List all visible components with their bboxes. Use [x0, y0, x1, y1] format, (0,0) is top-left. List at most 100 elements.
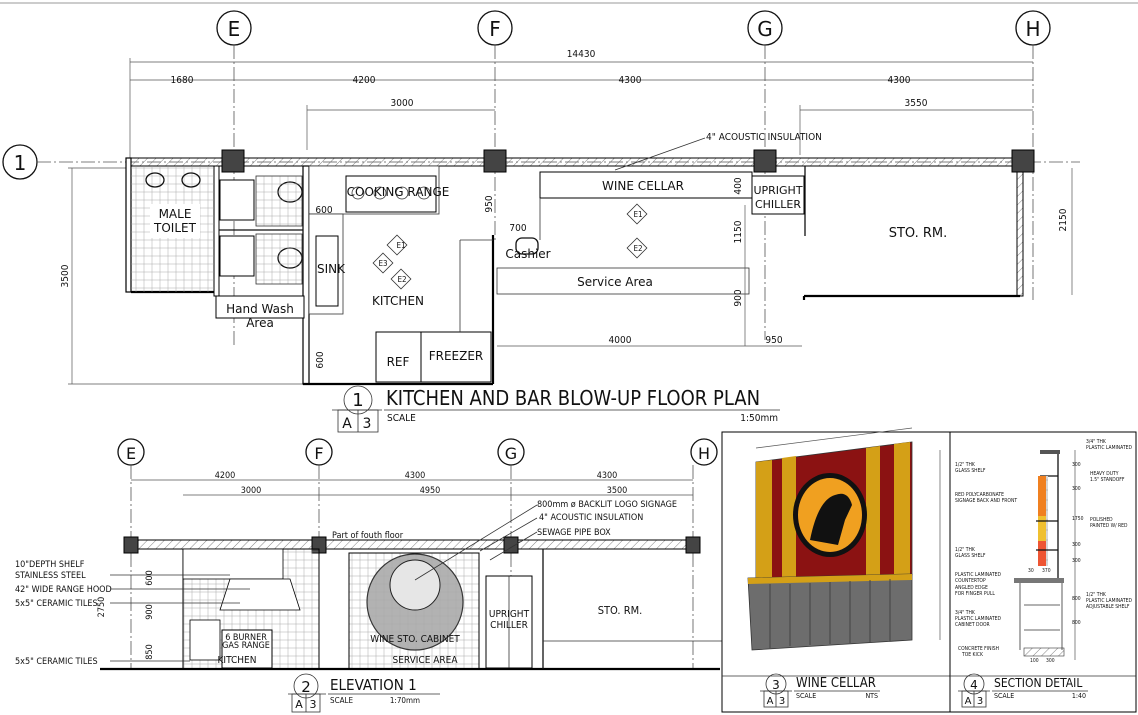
sec-l10a: 3/4" THK	[955, 610, 976, 616]
elev-dim-3000: 3000	[241, 486, 262, 496]
sec-l11a: CONCRETE FINISH	[958, 646, 999, 652]
elev-scale-value: 1:70mm	[390, 696, 420, 705]
sec-l9a: 1/2" THK	[1086, 592, 1107, 598]
sec-l8b: FOR FINGER PULL	[955, 591, 995, 597]
wine-cellar-3d-render	[747, 427, 941, 651]
label-hand-wash: Hand Wash	[226, 302, 294, 316]
label-elev-sto-rm: STO. RM.	[598, 604, 643, 617]
label-chiller: CHILLER	[755, 198, 801, 211]
elev-title-text: ELEVATION 1	[330, 676, 417, 694]
label-cooking-range: COOKING RANGE	[347, 185, 450, 199]
label-elev-chiller: CHILLER	[490, 620, 528, 631]
dim-950-left: 950	[484, 195, 495, 212]
plan-title-block: 1 A 3 KITCHEN AND BAR BLOW-UP FLOOR PLAN…	[332, 385, 780, 433]
label-male: MALE	[159, 207, 192, 221]
plan-scale-value: 1:50mm	[740, 413, 778, 424]
label-upright: UPRIGHT	[753, 184, 802, 197]
elev-grid-label-h: H	[698, 444, 710, 463]
sec-dim-i: 800	[1072, 620, 1081, 626]
elev-dim-850: 850	[145, 644, 155, 659]
sec-l9b: PLASTIC LAMINATED	[1086, 598, 1132, 604]
label-fourth-floor: Part of fouth floor	[332, 531, 404, 541]
label-shelf-depth: 10"DEPTH SHELF	[15, 560, 85, 570]
plan-title-sheet: A	[342, 416, 352, 432]
elev-title-number: 2	[301, 678, 311, 696]
tag-e3-kitchen: E3	[378, 259, 387, 268]
label-kitchen: KITCHEN	[372, 294, 424, 308]
grid-bubble-1: 1	[2, 144, 38, 180]
sec-dim-b: 300	[1072, 486, 1081, 492]
section-scale-value: 1:40	[1072, 692, 1086, 700]
label-ref: REF	[387, 355, 410, 369]
sec-dim-f: 30	[1028, 568, 1034, 574]
elev-title-sheet: A	[295, 698, 303, 711]
elev-dim-900: 900	[145, 604, 155, 619]
label-6-burner: 6 BURNER	[225, 633, 267, 643]
label-ceramic-tiles-bottom: 5x5" CERAMIC TILES	[15, 657, 98, 667]
elev-dim-4300b: 4300	[597, 471, 618, 481]
sec-dim-e: 300	[1072, 558, 1081, 564]
grid-bubble-e: E	[216, 10, 252, 46]
dim-3000: 3000	[391, 98, 414, 109]
wine-title-sheetnum: 3	[779, 696, 785, 707]
elev-title-sheetnum: 3	[310, 698, 317, 711]
sec-l6b: GLASS SHELF	[955, 553, 986, 559]
section-title-text: SECTION DETAIL	[994, 676, 1082, 690]
dim-600-bottom: 600	[315, 351, 326, 368]
label-toilet: TOILET	[153, 221, 197, 235]
tag-e2-kitchen: E2	[397, 275, 406, 284]
dim-4000: 4000	[609, 335, 632, 346]
sec-l2b: GLASS SHELF	[955, 468, 986, 474]
label-cashier: Cashier	[505, 247, 550, 261]
dim-600-top: 600	[315, 205, 332, 216]
sec-l5a: POLISHED	[1090, 517, 1113, 523]
elev-scale-label: SCALE	[330, 696, 354, 705]
section-drawing	[1014, 450, 1076, 660]
sec-l1b: PLASTIC LAMINATED	[1086, 445, 1132, 451]
sec-l7a: PLASTIC LAMINATED	[955, 572, 1001, 578]
elev-dim-600: 600	[145, 570, 155, 585]
label-wine-sto-cabinet: WINE STO. CABINET	[370, 634, 460, 645]
sec-l3b: 1.5" STANDOFF	[1090, 477, 1125, 483]
sec-l6a: 1/2" THK	[955, 547, 976, 553]
sec-dim-k: 300	[1046, 658, 1055, 664]
section-title-number: 4	[970, 678, 978, 692]
grid-label-1: 1	[14, 151, 27, 175]
floor-plan: E F G H 1 14430 1680	[2, 10, 1080, 433]
dim-1150: 1150	[733, 220, 744, 243]
wine-title-block: 3 A 3 WINE CELLAR SCALE NTS	[760, 673, 880, 708]
elevation-tags-bar: E1 E2	[626, 203, 648, 259]
label-sink: SINK	[317, 262, 346, 276]
section-callouts: 3/4" THK PLASTIC LAMINATED 1/2" THK GLAS…	[955, 439, 1132, 658]
section-title-sheetnum: 3	[977, 696, 983, 707]
elev-title-block: 2 A 3 ELEVATION 1 SCALE 1:70mm	[288, 673, 440, 713]
sec-dim-a: 300	[1072, 462, 1081, 468]
dim-1680: 1680	[171, 75, 194, 86]
sec-l1a: 3/4" THK	[1086, 439, 1107, 445]
sec-l4a: RED POLYCARBONATE	[955, 492, 1004, 498]
sec-l8a: ANGLED EDGE	[955, 585, 988, 591]
elevation-1: E F G H 4200 4300 4300 3000 4950 3500	[15, 438, 722, 713]
tag-e1-kitchen: E1	[396, 241, 405, 250]
sec-dim-d: 300	[1072, 542, 1081, 548]
toilet-fixtures	[145, 172, 303, 285]
elev-dim-4300a: 4300	[405, 471, 426, 481]
dim-4300a: 4300	[619, 75, 642, 86]
wine-title-text: WINE CELLAR	[796, 676, 876, 691]
label-range-hood: 42" WIDE RANGE HOOD	[15, 585, 112, 595]
plan-title-sheetnum: 3	[363, 416, 372, 432]
grid-label-e: E	[228, 17, 241, 41]
sec-dim-g: 370	[1042, 568, 1051, 574]
plan-title-text: KITCHEN AND BAR BLOW-UP FLOOR PLAN	[386, 386, 760, 410]
dim-700: 700	[509, 223, 526, 234]
label-wine-cellar: WINE CELLAR	[602, 179, 684, 193]
elev-dim-4950: 4950	[420, 486, 441, 496]
sec-l3a: HEAVY DUTY	[1090, 471, 1119, 477]
dim-3550: 3550	[905, 98, 928, 109]
wine-scale-value: NTS	[865, 692, 878, 700]
grid-bubble-h: H	[1015, 10, 1051, 46]
elev-grid-label-g: G	[505, 444, 517, 463]
section-title-block: 4 A 3 SECTION DETAIL SCALE 1:40	[958, 673, 1088, 708]
section-detail-panel: 3/4" THK PLASTIC LAMINATED 1/2" THK GLAS…	[949, 431, 1137, 713]
elev-grid-label-e: E	[126, 444, 136, 463]
